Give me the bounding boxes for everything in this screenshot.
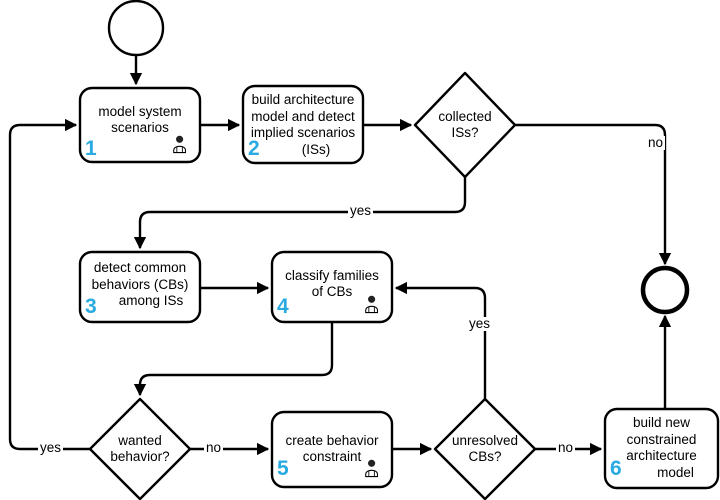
task4-number: 4 (277, 295, 289, 318)
task3-box (78, 250, 202, 324)
edge-label-yes-collected: yes (348, 203, 374, 218)
task1-number: 1 (85, 137, 97, 160)
gateway-collected-diamond (413, 71, 517, 179)
edge-label-no-wanted: no (204, 440, 224, 455)
task6-box (603, 407, 720, 490)
edge-gw2-yes-to-task1 (8, 118, 90, 451)
person-icon-task1 (173, 135, 187, 154)
edge-label-yes-unresolved: yes (467, 316, 493, 331)
edge-gw1-yes-to-task3 (133, 177, 467, 250)
task3-number: 3 (85, 295, 97, 318)
edge-gw1-no-to-end (515, 123, 672, 266)
edge-task4-to-gw2 (133, 322, 334, 397)
task6-number: 6 (610, 457, 622, 480)
end-event-circle (640, 265, 690, 315)
task2-number: 2 (248, 137, 260, 160)
start-event-circle (107, 0, 165, 57)
gateway-wanted-diamond (88, 397, 192, 500)
person-icon-task4 (365, 295, 379, 314)
gateway-unresolved-diamond (433, 397, 537, 500)
edge-label-yes-wanted: yes (38, 440, 64, 455)
person-icon-task5 (365, 459, 379, 478)
edge-label-no-unresolved: no (556, 440, 576, 455)
task5-number: 5 (277, 457, 289, 480)
user-task-icons (173, 135, 379, 478)
task2-box (241, 84, 365, 165)
edge-label-no-collected: no (646, 135, 666, 150)
edge-gw3-yes-to-task4 (394, 281, 487, 399)
